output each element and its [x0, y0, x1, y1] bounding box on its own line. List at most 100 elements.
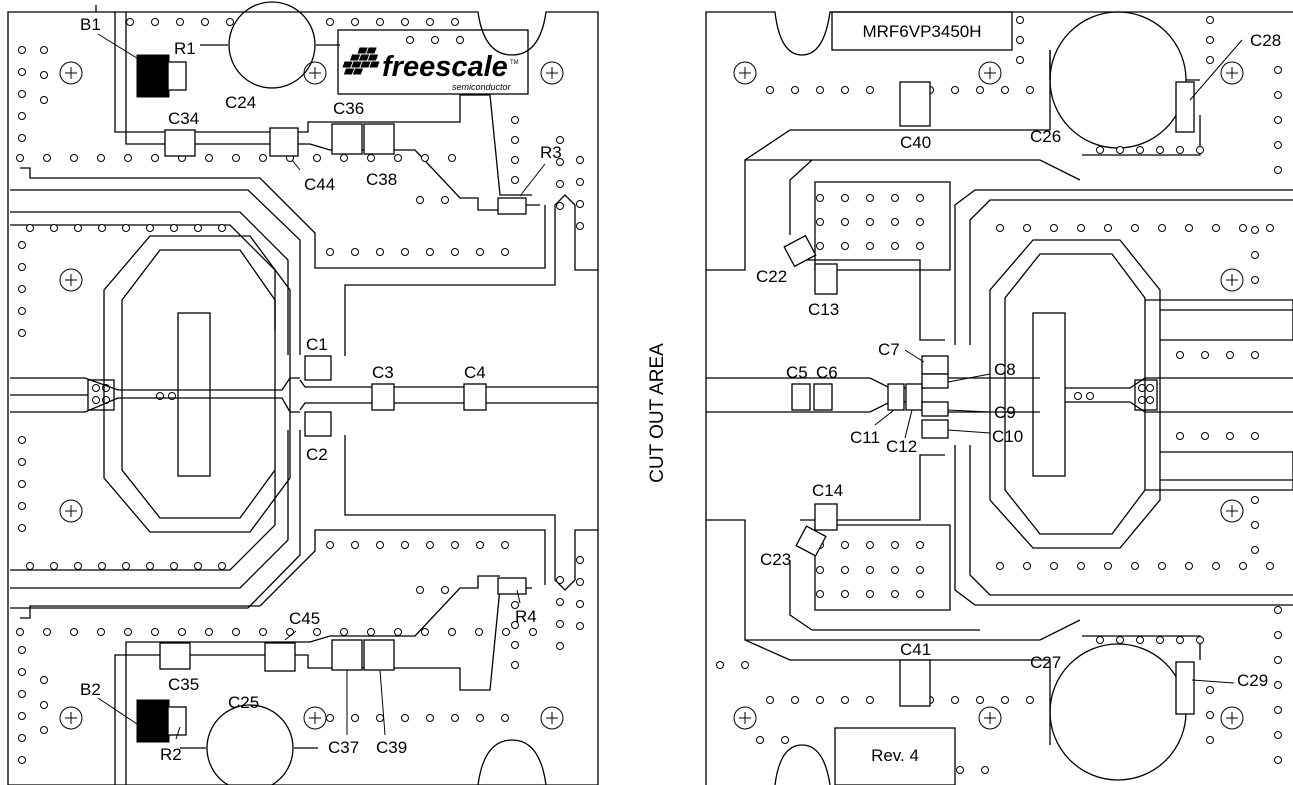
via: [124, 154, 132, 162]
via: [1116, 146, 1124, 154]
via: [326, 18, 334, 26]
via: [916, 242, 924, 250]
via: [16, 628, 24, 636]
via: [98, 224, 106, 232]
mounting-holes-right: [733, 61, 1244, 730]
via: [1077, 224, 1085, 232]
component-labels: B1 R1 C24 C34 C36 C44 C38 R3 C1 C3 C4 C2…: [80, 15, 1281, 764]
via: [18, 90, 26, 98]
via: [891, 218, 899, 226]
via: [1176, 146, 1184, 154]
via: [178, 628, 186, 636]
via: [124, 628, 132, 636]
via: [74, 224, 82, 232]
via: [426, 248, 434, 256]
connector-b1: [136, 54, 170, 98]
via: [176, 18, 184, 26]
via: [1001, 696, 1009, 704]
label-c40: C40: [900, 133, 931, 152]
via: [451, 18, 459, 26]
via: [351, 18, 359, 26]
via: [511, 136, 519, 144]
via: [367, 628, 375, 636]
via: [376, 541, 384, 549]
via: [1274, 166, 1282, 174]
label-c35: C35: [168, 675, 199, 694]
via: [476, 541, 484, 549]
freescale-logo: freescale TM semiconductor: [337, 29, 529, 95]
label-c13: C13: [808, 300, 839, 319]
via: [18, 436, 26, 444]
label-c39: C39: [376, 738, 407, 757]
connector-b2: [136, 699, 170, 743]
via: [841, 590, 849, 598]
capacitor-c2: [304, 411, 332, 437]
via: [218, 562, 226, 570]
via: [1212, 562, 1220, 570]
via: [1251, 496, 1259, 504]
via: [1131, 224, 1139, 232]
via: [18, 458, 26, 466]
via: [556, 136, 564, 144]
via: [98, 562, 106, 570]
via: [194, 224, 202, 232]
via: [1156, 146, 1164, 154]
capacitor-c40: [899, 81, 931, 127]
via: [406, 36, 414, 44]
capacitor-c35: [159, 642, 191, 670]
part-number: MRF6VP3450H: [862, 22, 981, 41]
via: [756, 736, 764, 744]
via: [951, 696, 959, 704]
via: [841, 242, 849, 250]
via: [376, 714, 384, 722]
via: [916, 566, 924, 574]
revision-box: Rev. 4: [834, 727, 956, 785]
via: [1201, 351, 1209, 359]
via: [556, 598, 564, 606]
capacitor-c11: [887, 383, 905, 411]
label-c14: C14: [812, 481, 843, 500]
via: [556, 642, 564, 650]
label-c3: C3: [372, 363, 394, 382]
via: [866, 218, 874, 226]
capacitor-c29-lead: [1175, 661, 1195, 715]
via: [313, 628, 321, 636]
via: [1156, 636, 1164, 644]
leader-lines: [97, 33, 1243, 740]
capacitor-c8: [921, 373, 949, 389]
label-c4: C4: [464, 363, 486, 382]
via: [501, 714, 509, 722]
via: [97, 628, 105, 636]
via: [1185, 562, 1193, 570]
via: [26, 562, 34, 570]
left-board: freescale TM semiconductor: [7, 1, 599, 785]
via: [816, 86, 824, 94]
via: [1016, 36, 1024, 44]
via: [146, 224, 154, 232]
via: [1274, 66, 1282, 74]
via: [1136, 636, 1144, 644]
via: [1274, 91, 1282, 99]
capacitor-c12: [905, 383, 923, 411]
via: [1206, 36, 1214, 44]
via: [1226, 351, 1234, 359]
via: [340, 154, 348, 162]
label-c5: C5: [786, 363, 808, 382]
via: [511, 641, 519, 649]
via: [376, 248, 384, 256]
via: [259, 628, 267, 636]
label-c36: C36: [333, 99, 364, 118]
via: [841, 218, 849, 226]
via: [18, 112, 26, 120]
via: [18, 524, 26, 532]
via: [956, 766, 964, 774]
via: [816, 566, 824, 574]
via: [916, 194, 924, 202]
capacitor-c41: [899, 659, 931, 707]
via: [1104, 562, 1112, 570]
via: [401, 714, 409, 722]
via: [18, 329, 26, 337]
label-c44: C44: [304, 175, 335, 194]
via: [1050, 562, 1058, 570]
via: [866, 242, 874, 250]
